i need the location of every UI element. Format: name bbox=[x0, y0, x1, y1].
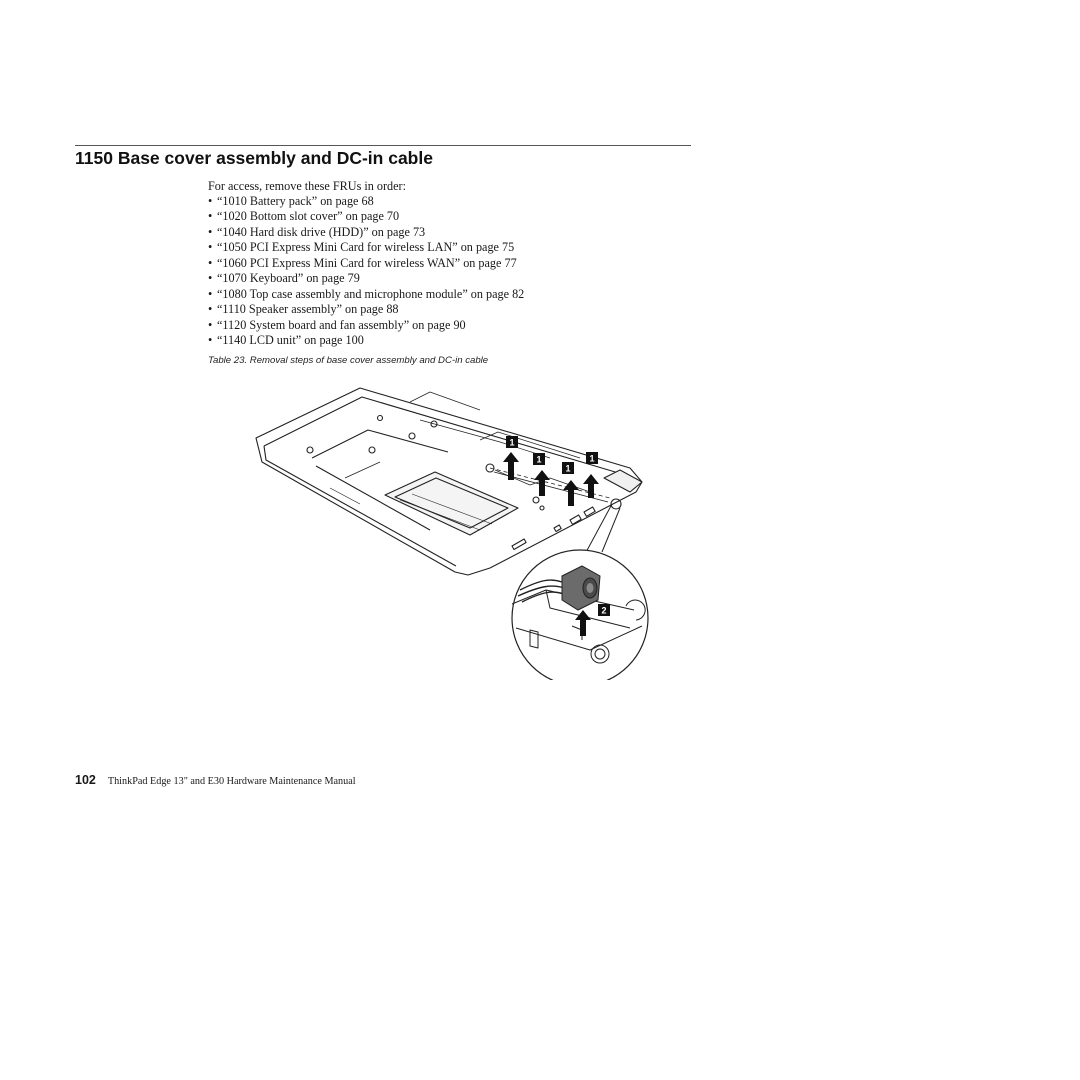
list-item: • “1050 PCI Express Mini Card for wireles… bbox=[208, 240, 524, 256]
fru-link[interactable]: “1140 LCD unit” on page 100 bbox=[217, 333, 364, 347]
bullet: • bbox=[208, 255, 213, 270]
document-title: ThinkPad Edge 13" and E30 Hardware Maint… bbox=[107, 776, 356, 787]
bullet: • bbox=[208, 271, 213, 285]
page-footer: 102 ThinkPad Edge 13" and E30 Hardware M… bbox=[75, 771, 356, 789]
step-callout-1: 1 bbox=[562, 462, 574, 474]
fru-link[interactable]: “1010 Battery pack” on page 68 bbox=[217, 193, 374, 208]
removal-illustration: 1 1 1 1 2 bbox=[250, 380, 670, 680]
zoom-leader bbox=[583, 503, 621, 557]
list-item: • “1070 Keyboard” on page 79 bbox=[208, 271, 524, 287]
step-callout-1: 1 bbox=[586, 452, 598, 464]
step-callout-2: 2 bbox=[598, 604, 610, 616]
fru-link[interactable]: “1110 Speaker assembly” on page 88 bbox=[217, 302, 399, 316]
bullet: • bbox=[208, 209, 213, 223]
page-number: 102 bbox=[75, 773, 96, 787]
fru-link[interactable]: “1070 Keyboard” on page 79 bbox=[217, 271, 360, 285]
fru-link[interactable]: “1080 Top case assembly and microphone m… bbox=[217, 286, 525, 301]
bullet: • bbox=[208, 193, 213, 208]
list-item: • “1010 Battery pack” on page 68 bbox=[208, 194, 524, 210]
callout-label: 1 bbox=[536, 455, 541, 465]
section-rule bbox=[75, 145, 691, 146]
fru-link[interactable]: “1040 Hard disk drive (HDD)” on page 73 bbox=[217, 224, 426, 239]
list-item: • “1080 Top case assembly and microphone … bbox=[208, 287, 524, 303]
list-item: • “1020 Bottom slot cover” on page 70 bbox=[208, 209, 524, 225]
step-callout-1: 1 bbox=[533, 453, 545, 465]
section-heading: 1150 Base cover assembly and DC-in cable bbox=[75, 148, 433, 168]
bullet: • bbox=[208, 302, 213, 316]
intro-text: For access, remove these FRUs in order: bbox=[208, 179, 406, 193]
fru-link[interactable]: “1120 System board and fan assembly” on … bbox=[217, 317, 466, 332]
bullet: • bbox=[208, 333, 213, 347]
bullet: • bbox=[208, 286, 213, 301]
step-callout-1: 1 bbox=[506, 436, 518, 448]
list-item: • “1110 Speaker assembly” on page 88 bbox=[208, 302, 524, 318]
callout-label: 2 bbox=[601, 606, 606, 616]
list-item: • “1060 PCI Express Mini Card for wireles… bbox=[208, 256, 524, 272]
fru-link[interactable]: “1060 PCI Express Mini Card for wireless… bbox=[217, 255, 517, 270]
callout-label: 1 bbox=[509, 438, 514, 448]
bullet: • bbox=[208, 224, 213, 239]
up-arrow-icon bbox=[503, 452, 599, 636]
list-item: • “1040 Hard disk drive (HDD)” on page 73 bbox=[208, 225, 524, 241]
callout-label: 1 bbox=[589, 454, 594, 464]
bullet: • bbox=[208, 317, 213, 332]
fru-link[interactable]: “1050 PCI Express Mini Card for wireless… bbox=[217, 240, 515, 254]
bullet: • bbox=[208, 240, 213, 254]
base-cover-drawing bbox=[255, 387, 643, 576]
callout-label: 1 bbox=[565, 464, 570, 474]
table-caption: Table 23. Removal steps of base cover as… bbox=[208, 355, 489, 366]
fru-link[interactable]: “1020 Bottom slot cover” on page 70 bbox=[217, 209, 400, 223]
list-item: • “1140 LCD unit” on page 100 bbox=[208, 333, 524, 349]
fru-list: • “1010 Battery pack” on page 68 • “1020 B… bbox=[208, 194, 524, 349]
list-item: • “1120 System board and fan assembly” on… bbox=[208, 318, 524, 334]
